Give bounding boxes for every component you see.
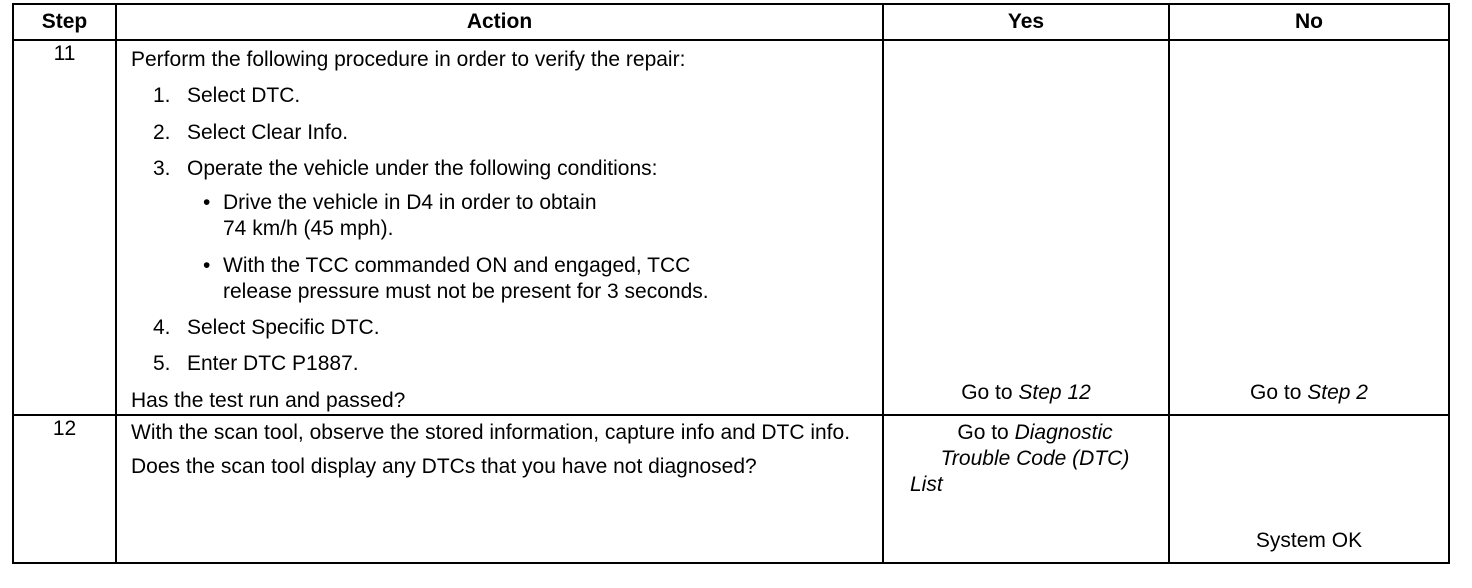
step-text: Select Clear Info. bbox=[187, 120, 349, 144]
action-column-header: Action bbox=[115, 3, 884, 41]
action-cell: Perform the following procedure in order… bbox=[115, 39, 884, 416]
yes-cell: Go to Step 12 bbox=[882, 39, 1170, 416]
procedure-step: 2. Select Clear Info. bbox=[153, 120, 872, 146]
step-text: Enter DTC P1887. bbox=[187, 352, 359, 376]
step-index: 1. bbox=[153, 84, 171, 108]
no-result: Go to Step 2 bbox=[1170, 380, 1448, 406]
step-index: 5. bbox=[153, 352, 171, 376]
step-index: 4. bbox=[153, 316, 171, 339]
step-number: 11 bbox=[12, 39, 117, 416]
procedure-list: 1. Select DTC. 2. Select Clear Info. 3. Ope… bbox=[131, 83, 872, 377]
bullet-icon: • bbox=[203, 191, 211, 214]
procedure-step: 3. Operate the vehicle under the followin… bbox=[153, 156, 872, 305]
go-to-text: Go to bbox=[1250, 380, 1302, 404]
action-question: Does the scan tool display any DTCs that… bbox=[131, 455, 757, 478]
table-row: 11 Perform the following procedure in or… bbox=[12, 39, 1450, 416]
procedure-step: 5. Enter DTC P1887. bbox=[153, 351, 872, 377]
no-column-header: No bbox=[1168, 3, 1450, 41]
condition-text: release pressure must not be present for… bbox=[223, 279, 709, 303]
action-question: Has the test run and passed? bbox=[131, 388, 406, 412]
action-cell: With the scan tool, observe the stored i… bbox=[115, 413, 884, 564]
yes-result: Go to Step 12 bbox=[884, 380, 1168, 406]
bullet-icon: • bbox=[203, 253, 211, 277]
action-instruction: With the scan tool, observe the stored i… bbox=[131, 420, 851, 444]
action-intro: Perform the following procedure in order… bbox=[131, 48, 686, 71]
go-to-text: Go to bbox=[961, 380, 1013, 404]
step-text: Operate the vehicle under the following … bbox=[187, 156, 658, 180]
yes-column-header: Yes bbox=[882, 3, 1170, 41]
step-text: Select DTC. bbox=[187, 84, 301, 108]
dtc-list-link[interactable]: List bbox=[910, 473, 943, 497]
no-cell: System OK bbox=[1168, 413, 1450, 564]
step-index: 2. bbox=[153, 120, 171, 144]
diagnostic-table: Step Action Yes No 11 Perform the follow… bbox=[12, 3, 1450, 564]
condition-item: • With the TCC commanded ON and engaged, … bbox=[199, 253, 872, 306]
procedure-step: 1. Select DTC. bbox=[153, 83, 872, 109]
procedure-step: 4. Select Specific DTC. bbox=[153, 315, 872, 341]
yes-cell: Go to Diagnostic Trouble Code (DTC) List bbox=[882, 413, 1170, 564]
step-column-header: Step bbox=[12, 3, 117, 41]
condition-text: 74 km/h (45 mph). bbox=[223, 217, 394, 241]
table-row: 12 With the scan tool, observe the store… bbox=[12, 413, 1450, 564]
condition-item: • Drive the vehicle in D4 in order to obt… bbox=[199, 190, 872, 243]
condition-text: Drive the vehicle in D4 in order to obta… bbox=[223, 191, 597, 214]
step-index: 3. bbox=[153, 156, 171, 180]
header-row: Step Action Yes No bbox=[12, 3, 1450, 41]
dtc-list-link[interactable]: Diagnostic bbox=[1014, 420, 1113, 444]
dtc-list-link[interactable]: Trouble Code (DTC) bbox=[940, 447, 1130, 470]
step-number: 12 bbox=[12, 413, 117, 564]
step-reference-link[interactable]: Step 12 bbox=[1018, 380, 1091, 404]
no-result: System OK bbox=[1255, 528, 1363, 552]
step-reference-link[interactable]: Step 2 bbox=[1307, 380, 1368, 404]
step-text: Select Specific DTC. bbox=[187, 316, 380, 339]
yes-result: Go to Diagnostic Trouble Code (DTC) List bbox=[884, 416, 1168, 499]
go-to-text: Go to bbox=[957, 420, 1009, 444]
condition-list: • Drive the vehicle in D4 in order to obt… bbox=[153, 190, 872, 305]
condition-text: With the TCC commanded ON and engaged, T… bbox=[223, 253, 691, 277]
no-cell: Go to Step 2 bbox=[1168, 39, 1450, 416]
